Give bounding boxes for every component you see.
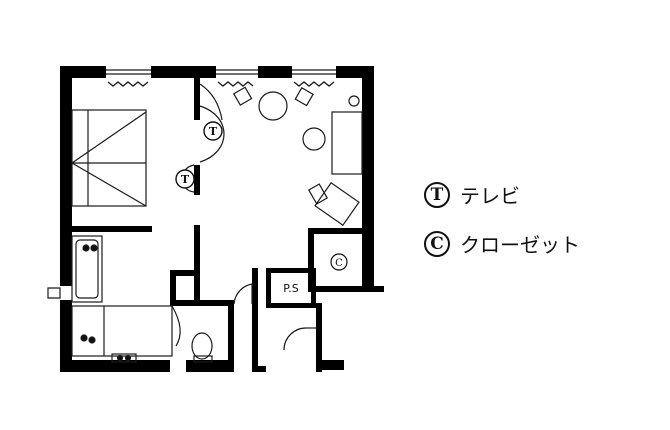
legend-item-tv: T テレビ	[424, 180, 520, 209]
closet-legend-icon: C	[424, 230, 450, 257]
bed	[71, 109, 147, 207]
legend-item-closet: C クローゼット	[424, 229, 580, 258]
ps-label: P.S	[283, 282, 298, 295]
windows	[106, 69, 336, 87]
pipe-shaft: P.S	[283, 282, 298, 295]
tv-symbol-2: T	[181, 173, 190, 186]
bathroom-fixtures	[47, 235, 213, 363]
legend-label-closet: クローゼット	[460, 233, 580, 257]
living-furniture	[199, 83, 363, 227]
walls	[60, 66, 384, 372]
legend-label-tv: テレビ	[460, 184, 520, 208]
closet-symbol: C	[335, 258, 343, 269]
tv-unit-bedroom: T T	[175, 105, 225, 193]
doors	[233, 283, 316, 351]
tv-legend-icon: T	[424, 181, 450, 208]
tv-symbol-1: T	[209, 125, 218, 138]
closet: C	[330, 253, 348, 271]
